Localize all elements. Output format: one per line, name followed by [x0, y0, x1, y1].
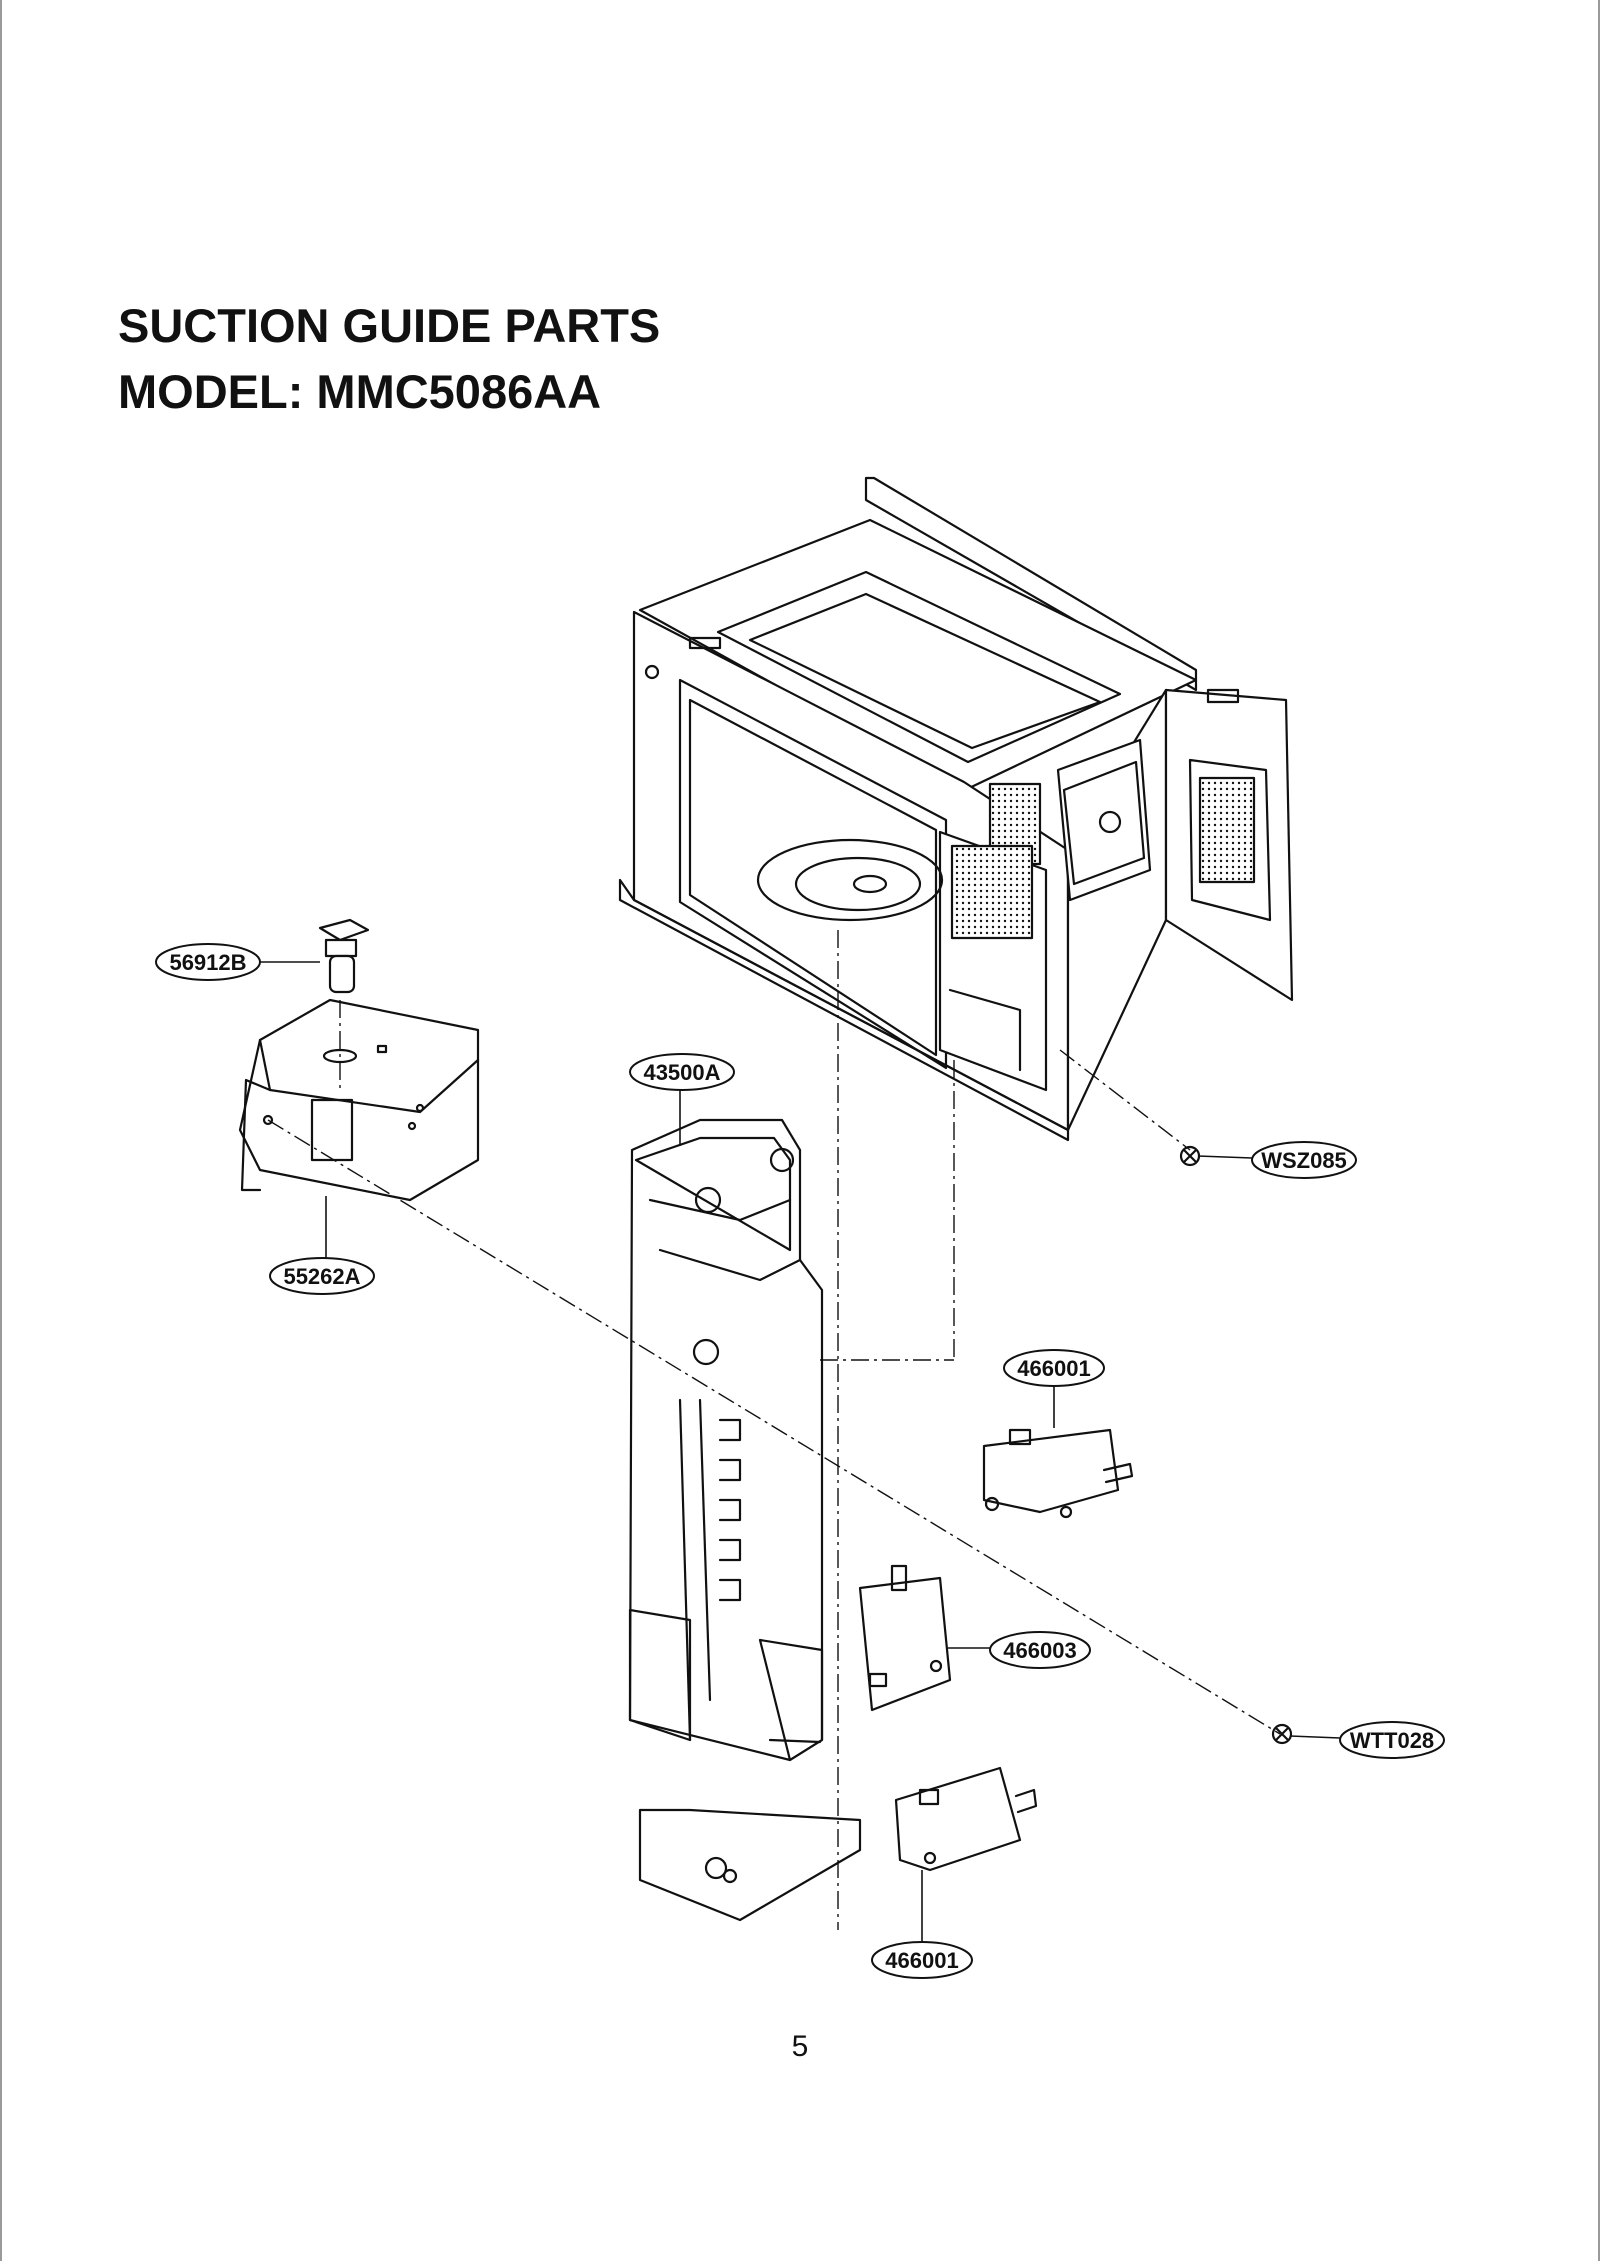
page-border-right [1598, 0, 1600, 2261]
label-466001-lower: 466001 [885, 1948, 958, 1973]
switch-middle-drawing [858, 1564, 952, 1712]
microwave-cavity-drawing [618, 476, 1294, 1142]
callout-466003: 466003 [989, 1631, 1091, 1669]
callout-leaders [258, 961, 1341, 1942]
label-43500A: 43500A [643, 1060, 720, 1085]
switch-upper-drawing [982, 1428, 1134, 1519]
callout-WTT028: WTT028 [1339, 1721, 1445, 1759]
callout-55262A: 55262A [269, 1257, 375, 1295]
latch-board-drawing [628, 1118, 862, 1922]
switch-lower-drawing [894, 1766, 1038, 1872]
page-border-left [0, 0, 2, 2261]
assembly-guide-lines [267, 930, 1281, 1930]
label-WSZ085: WSZ085 [1261, 1148, 1347, 1173]
screw-lower-drawing [1271, 1723, 1293, 1745]
callout-43500A: 43500A [629, 1053, 735, 1091]
label-466003: 466003 [1003, 1638, 1076, 1663]
suction-guide-duct-drawing [238, 998, 480, 1202]
callout-466001-upper: 466001 [1003, 1349, 1105, 1387]
label-55262A: 55262A [283, 1264, 360, 1289]
model-line: MODEL: MMC5086AA [118, 365, 602, 418]
thermostat-drawing [318, 918, 370, 994]
label-466001-upper: 466001 [1017, 1356, 1090, 1381]
label-56912B: 56912B [169, 950, 246, 975]
page-number: 5 [791, 2030, 809, 2063]
callout-WSZ085: WSZ085 [1251, 1141, 1357, 1179]
label-WTT028: WTT028 [1350, 1728, 1434, 1753]
callout-466001-lower: 466001 [871, 1941, 973, 1979]
callout-56912B: 56912B [155, 943, 261, 981]
page-title: SUCTION GUIDE PARTS [118, 299, 661, 352]
